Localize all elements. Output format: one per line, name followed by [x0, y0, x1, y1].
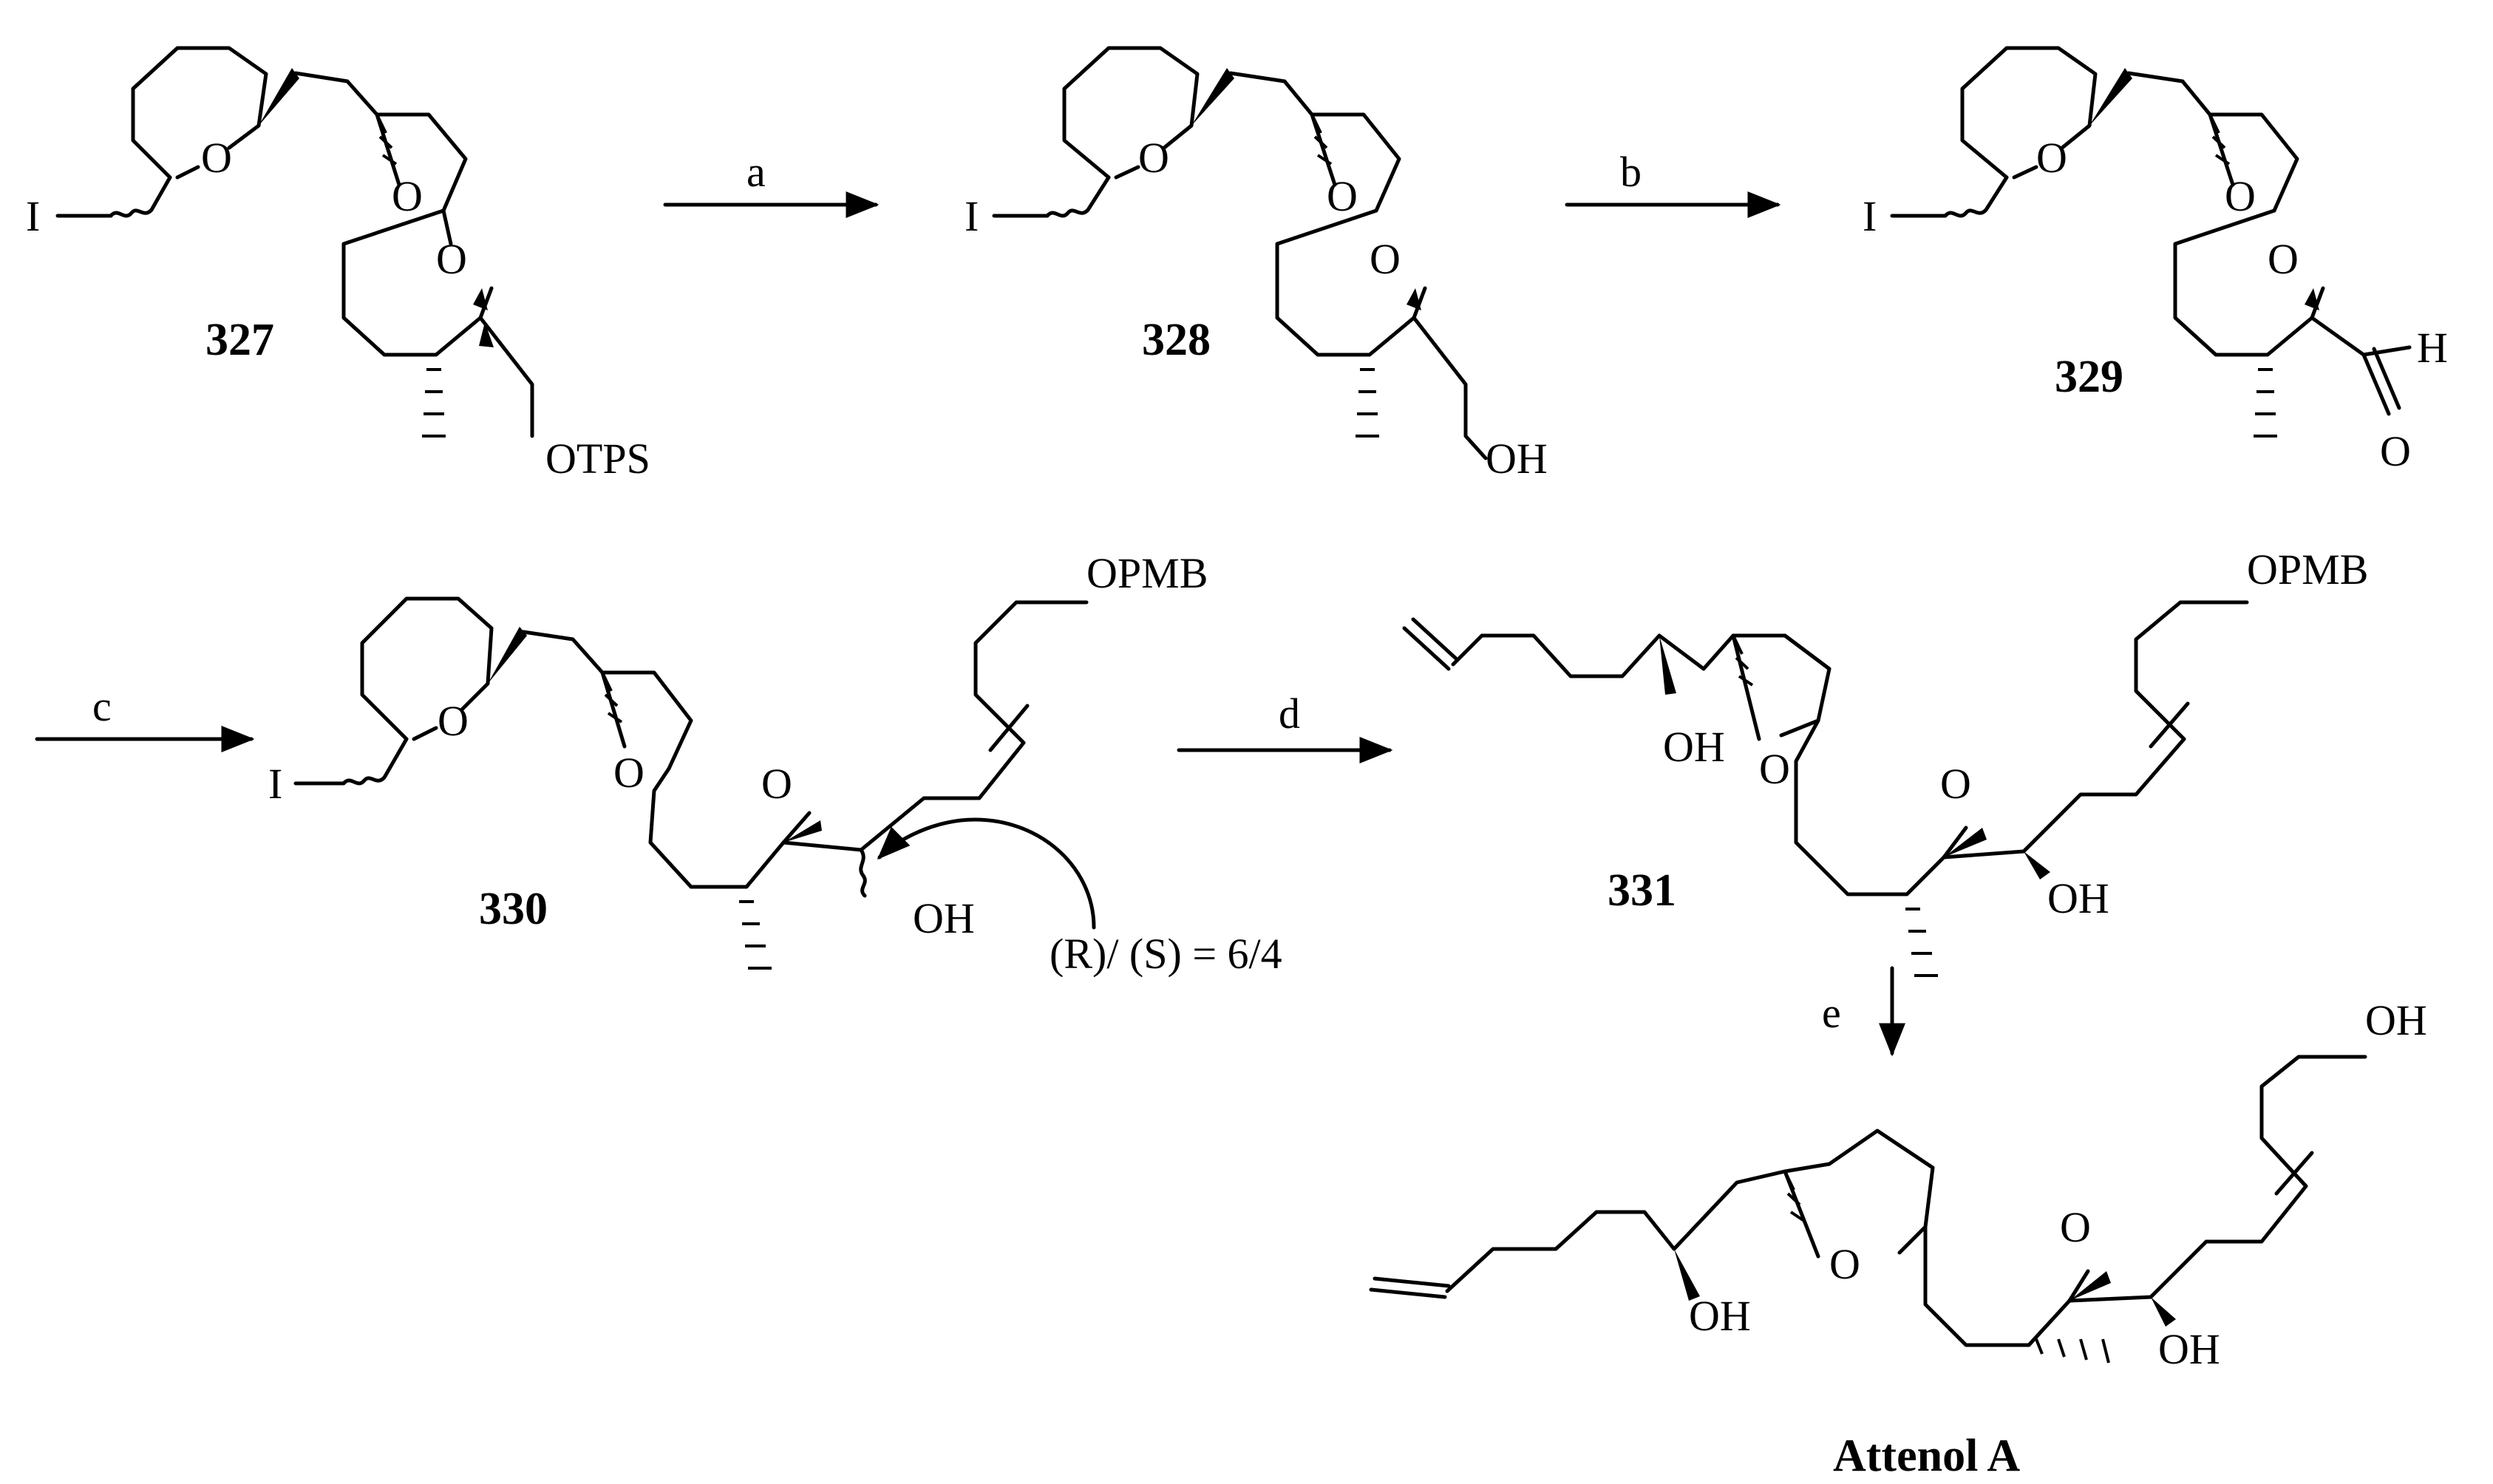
- hash-attenol-methyl: [2035, 1338, 2110, 1364]
- compound-328: I O O O OH 328: [965, 46, 1548, 483]
- oxygen-328-pyran: O: [1370, 235, 1401, 283]
- oxygen-328-thp: O: [1138, 134, 1169, 182]
- compound-331: OH O O OH OPMB 331: [1402, 545, 2368, 977]
- group-330-opmb: OPMB: [1086, 549, 1208, 597]
- atom-329-carbonyl-o: O: [2380, 427, 2411, 475]
- oxygen-327-pyran: O: [436, 235, 467, 283]
- iodine-327: I: [26, 192, 40, 240]
- group-330-oh: OH: [913, 894, 975, 942]
- oxygen-329-thp: O: [2036, 134, 2067, 182]
- group-331-oh-left: OH: [1663, 723, 1725, 771]
- step-arrow-e: e: [1822, 966, 1905, 1057]
- hash-328-methyl: [1356, 368, 1379, 438]
- oxygen-329-thf: O: [2225, 172, 2256, 220]
- group-331-oh-right: OH: [2047, 874, 2109, 922]
- iodine-329: I: [1863, 192, 1877, 240]
- compound-329: I O O O H O 329: [1863, 46, 2448, 475]
- compound-label-329: 329: [2055, 352, 2123, 402]
- oxygen-327-thp: O: [201, 134, 232, 182]
- oxygen-327-thf: O: [392, 172, 423, 220]
- oxygen-330-pyran: O: [761, 760, 792, 808]
- oxygen-331-pyran: O: [1940, 760, 1971, 808]
- step-arrow-c: c: [35, 682, 255, 752]
- step-label-d: d: [1279, 690, 1300, 738]
- compound-label-328: 328: [1142, 315, 1211, 365]
- hash-331-methyl: [1905, 908, 1938, 977]
- compound-attenol-a: OH O O OH OH Attenol A: [1369, 996, 2427, 1481]
- hash-327-thf: [375, 114, 398, 166]
- compound-label-327: 327: [205, 315, 274, 365]
- step-arrow-a: a: [663, 148, 880, 218]
- group-attenol-oh-right: OH: [2158, 1325, 2220, 1373]
- group-327-otps: OTPS: [545, 435, 650, 483]
- step-arrow-b: b: [1565, 148, 1781, 218]
- compound-label-330: 330: [479, 884, 548, 934]
- compound-330: I O O O OPMB OH (R)/ (S) = 6/4 330: [268, 549, 1282, 978]
- compound-label-attenol-a: Attenol A: [1833, 1431, 2020, 1481]
- step-label-c: c: [92, 682, 112, 730]
- group-attenol-oh-left: OH: [1689, 1292, 1751, 1340]
- oxygen-331-thf: O: [1759, 745, 1790, 793]
- hash-330-methyl: [739, 900, 772, 970]
- hash-327-methyl: [422, 368, 446, 438]
- oxygen-attenol-pyran: O: [2060, 1203, 2091, 1251]
- oxygen-330-thp: O: [438, 697, 469, 745]
- atom-329-aldehyde-h: H: [2417, 324, 2448, 372]
- group-attenol-oh-terminal: OH: [2365, 996, 2427, 1044]
- step-label-e: e: [1822, 989, 1841, 1037]
- oxygen-329-pyran: O: [2268, 235, 2299, 283]
- hash-328-thf: [1310, 114, 1333, 166]
- step-label-a: a: [746, 148, 766, 196]
- ratio-note-330: (R)/ (S) = 6/4: [1050, 930, 1282, 978]
- compound-327: I O O O OTPS 327: [26, 46, 650, 483]
- iodine-330: I: [268, 760, 282, 808]
- iodine-328: I: [965, 192, 979, 240]
- compound-label-331: 331: [1608, 865, 1676, 916]
- hash-330-thf: [601, 672, 623, 724]
- oxygen-330-thf: O: [613, 749, 644, 797]
- hash-329-methyl: [2254, 368, 2277, 438]
- oxygen-328-thf: O: [1327, 172, 1358, 220]
- group-331-opmb: OPMB: [2247, 545, 2368, 593]
- step-label-b: b: [1620, 148, 1642, 196]
- hash-329-thf: [2208, 114, 2231, 166]
- group-328-oh: OH: [1486, 435, 1548, 483]
- oxygen-attenol-thf: O: [1829, 1240, 1860, 1288]
- step-arrow-d: d: [1177, 690, 1393, 763]
